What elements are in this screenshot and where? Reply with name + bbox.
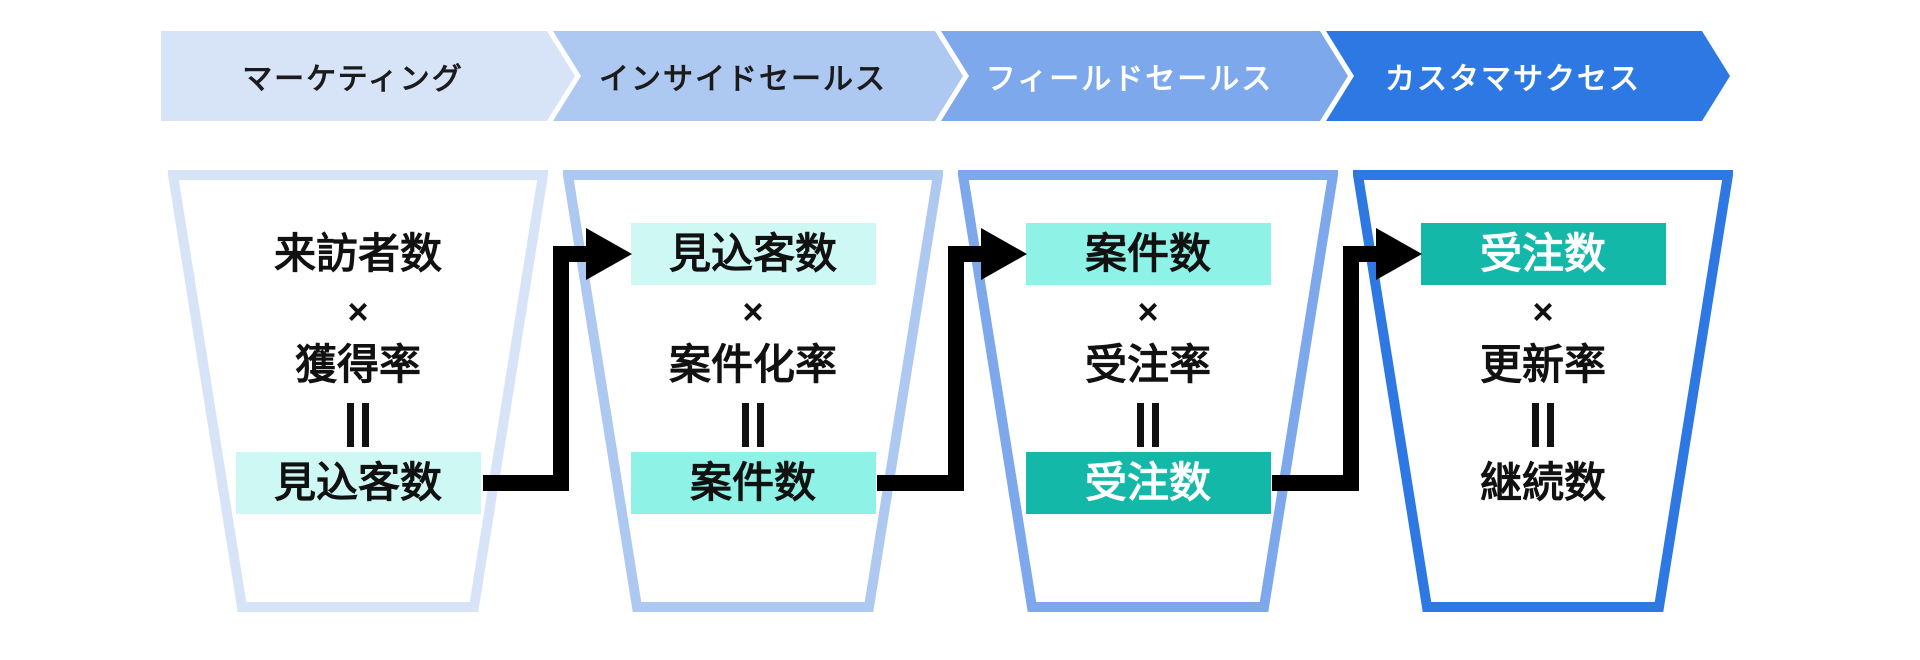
funnel-marketing: 来訪者数 × 獲得率 見込客数 bbox=[168, 170, 548, 612]
multiply-operator: × bbox=[1532, 291, 1554, 332]
equals-icon bbox=[168, 403, 548, 447]
equals-icon bbox=[563, 403, 943, 447]
metric-renewal-rate: 更新率 bbox=[1479, 341, 1606, 388]
metric-visitors: 来訪者数 bbox=[273, 230, 442, 277]
equals-bar bbox=[742, 403, 749, 447]
funnel-inside-sales: 見込客数 × 案件化率 案件数 bbox=[563, 170, 943, 612]
metric-deals: 案件数 bbox=[630, 452, 876, 514]
stage-label-marketing: マーケティング bbox=[242, 63, 464, 96]
metric-prospects: 見込客数 bbox=[630, 223, 876, 285]
stage-chevron-inside-sales: インサイドセールス bbox=[553, 31, 963, 121]
multiply-operator: × bbox=[1137, 291, 1159, 332]
equals-bar bbox=[1532, 403, 1539, 447]
equals-bar bbox=[757, 403, 764, 447]
stage-label-inside-sales: インサイドセールス bbox=[599, 63, 887, 96]
metric-prospects: 見込客数 bbox=[235, 452, 481, 514]
metric-deal-conversion-rate: 案件化率 bbox=[668, 341, 837, 388]
equals-bar bbox=[1547, 403, 1554, 447]
equals-bar bbox=[1152, 403, 1159, 447]
metric-deals: 案件数 bbox=[1025, 223, 1271, 285]
metric-continuations: 継続数 bbox=[1479, 459, 1606, 506]
stage-chevron-customer-success: カスタマサクセス bbox=[1326, 31, 1730, 121]
stage-chevron-field-sales: フィールドセールス bbox=[941, 31, 1348, 121]
metric-orders: 受注数 bbox=[1025, 452, 1271, 514]
stage-chevron-marketing: マーケティング bbox=[161, 31, 575, 121]
metric-acquisition-rate: 獲得率 bbox=[294, 341, 421, 388]
equals-bar bbox=[1137, 403, 1144, 447]
funnel-customer-success: 受注数 × 更新率 継続数 bbox=[1353, 170, 1733, 612]
equals-icon bbox=[1353, 403, 1733, 447]
stage-label-customer-success: カスタマサクセス bbox=[1385, 63, 1641, 96]
equals-bar bbox=[347, 403, 354, 447]
metric-orders: 受注数 bbox=[1420, 223, 1666, 285]
stage-label-field-sales: フィールドセールス bbox=[985, 63, 1274, 96]
multiply-operator: × bbox=[347, 291, 369, 332]
equals-bar bbox=[362, 403, 369, 447]
metric-win-rate: 受注率 bbox=[1084, 341, 1211, 388]
equals-icon bbox=[958, 403, 1338, 447]
funnel-field-sales: 案件数 × 受注率 受注数 bbox=[958, 170, 1338, 612]
multiply-operator: × bbox=[742, 291, 764, 332]
